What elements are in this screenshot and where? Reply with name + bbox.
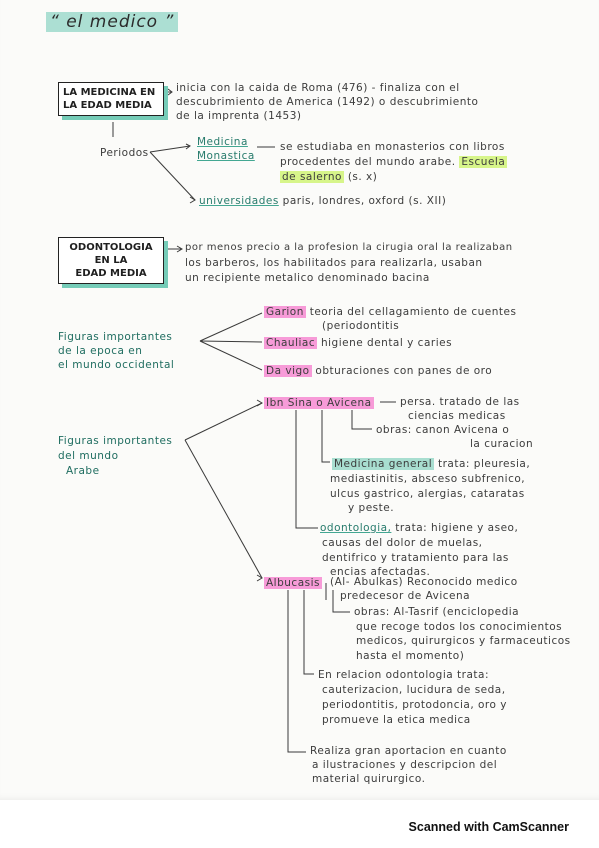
relacion-4: promueve la etica medica — [322, 714, 471, 726]
albucasis-desc-1: (Al- Abulkas) Reconocido medico — [330, 576, 518, 588]
odontologia-desc-1: por menos precio a la profesion la cirug… — [185, 242, 513, 253]
escuela-salerno-highlight: de salerno — [280, 171, 344, 183]
albucasis-obras-2: que recoge todos los conocimientos — [356, 621, 563, 633]
avicena-highlight: Ibn Sina o Avicena — [264, 397, 374, 409]
albucasis-desc-2: predecesor de Avicena — [340, 590, 471, 602]
chauliac-desc: higiene dental y caries — [320, 337, 453, 349]
mg-desc-4: y peste. — [348, 502, 395, 514]
chauliac-line: Chauliac higiene dental y caries — [264, 336, 452, 350]
medicina-monastica-label-2: Monastica — [197, 150, 255, 162]
escuela-century: (s. x) — [347, 171, 378, 183]
escuela-line: de salerno (s. x) — [280, 170, 377, 184]
odontologia-desc-2: los barberos, los habilitados para reali… — [185, 257, 483, 269]
occidental-label-2: de la epoca en — [58, 345, 143, 357]
chauliac-highlight: Chauliac — [264, 337, 318, 349]
garion-highlight: Garion — [264, 306, 306, 318]
arabe-label-2: del mundo — [58, 450, 119, 462]
arabe-label-3: Arabe — [66, 465, 100, 477]
escuela-highlight: Escuela — [459, 156, 508, 168]
vigo-line: Da vigo obturaciones con panes de oro — [264, 364, 492, 378]
avicena-obras: obras: canon Avicena o — [376, 424, 510, 436]
medieval-desc-2: descubrimiento de America (1492) o descu… — [176, 96, 479, 108]
page-title: “ el medico ” — [46, 12, 179, 32]
aportacion-2: a ilustraciones y descripcion del — [312, 759, 498, 771]
monastica-desc-2: procedentes del mundo arabe. Escuela — [280, 155, 508, 169]
garion-line: Garion teoria del cellagamiento de cuent… — [264, 305, 516, 319]
relacion-3: periodontitis, protodoncia, oro y — [322, 699, 507, 711]
camscanner-watermark: Scanned with CamScanner — [408, 820, 569, 834]
vigo-highlight: Da vigo — [264, 365, 312, 377]
medieval-medicine-box: LA MEDICINA EN LA EDAD MEDIA — [58, 82, 164, 116]
odontologia-desc-3: un recipiente metalico denominado bacina — [185, 272, 430, 284]
odontologia-arabe-desc-4: encias afectadas. — [330, 566, 431, 578]
periodos-label: Periodos — [100, 147, 149, 159]
albucasis-line: Albucasis — [264, 576, 322, 590]
garion-desc-2: (periodontitis — [322, 320, 400, 332]
mg-desc-3: ulcus gastrico, alergias, cataratas — [330, 488, 525, 500]
universidades-label: universidades — [199, 195, 279, 207]
vigo-desc: obturaciones con panes de oro — [315, 365, 493, 377]
medicina-monastica-label-1: Medicina — [197, 136, 248, 148]
monastica-desc-text: procedentes del mundo arabe. — [280, 156, 456, 168]
box-line: LA MEDICINA EN — [63, 87, 156, 98]
odontologia-box: ODONTOLOGIA EN LA EDAD MEDIA — [58, 237, 164, 284]
odontologia-arabe-line: odontologia, trata: higiene y aseo, — [320, 521, 518, 535]
mg-desc-2: mediastinitis, absceso subfrenico, — [330, 473, 526, 485]
medieval-desc-1: inicia con la caida de Roma (476) - fina… — [176, 82, 460, 94]
medicina-general-line: Medicina general trata: pleuresia, — [332, 457, 530, 471]
albucasis-obras-3: medicos, quirurgicos y farmaceuticos — [356, 635, 571, 647]
odontologia-arabe-desc-3: dentifrico y tratamiento para las — [322, 552, 509, 564]
box-line: EN LA — [94, 255, 128, 266]
universidades-line: universidades paris, londres, oxford (s.… — [199, 194, 446, 208]
medieval-desc-3: de la imprenta (1453) — [176, 110, 302, 122]
occidental-label-3: el mundo occidental — [58, 359, 175, 371]
aportacion-3: material quirurgico. — [312, 773, 426, 785]
occidental-label-1: Figuras importantes — [58, 331, 173, 343]
albucasis-obras-4: hasta el momento) — [356, 650, 465, 662]
avicena-desc-2: ciencias medicas — [408, 410, 506, 422]
box-line: LA EDAD MEDIA — [63, 100, 152, 111]
relacion-2: cauterizacion, lucidura de seda, — [322, 684, 506, 696]
garion-desc: teoria del cellagamiento de cuentes — [309, 306, 517, 318]
albucasis-obras-1: obras: Al-Tasrif (enciclopedia — [354, 606, 520, 618]
aportacion-1: Realiza gran aportacion en cuanto — [310, 745, 507, 757]
odontologia-arabe-label: odontologia, — [320, 522, 392, 534]
albucasis-highlight: Albucasis — [264, 577, 322, 589]
arabe-label-1: Figuras importantes — [58, 435, 173, 447]
relacion-1: En relacion odontologia trata: — [318, 669, 489, 681]
universidades-desc: paris, londres, oxford (s. XII) — [282, 195, 447, 207]
monastica-desc-1: se estudiaba en monasterios con libros — [280, 141, 505, 153]
odontologia-arabe-desc: trata: higiene y aseo, — [395, 522, 519, 534]
odontologia-arabe-desc-2: causas del dolor de muelas, — [322, 537, 483, 549]
mg-desc: trata: pleuresia, — [437, 458, 531, 470]
box-line: EDAD MEDIA — [75, 268, 147, 279]
avicena-desc: persa. tratado de las — [400, 396, 520, 408]
avicena-line: Ibn Sina o Avicena — [264, 396, 374, 410]
box-line: ODONTOLOGIA — [69, 242, 153, 253]
medicina-general-highlight: Medicina general — [332, 458, 435, 470]
avicena-obras-2: la curacion — [470, 438, 534, 450]
